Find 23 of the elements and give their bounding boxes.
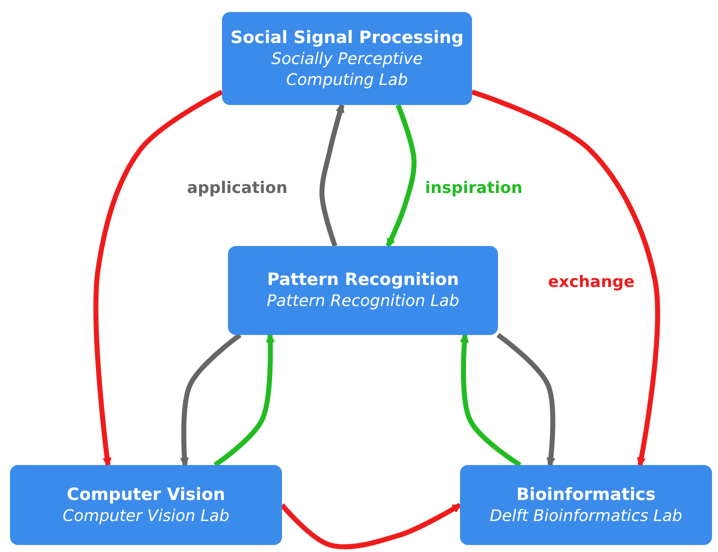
curved-arrow <box>280 502 462 550</box>
box-subtitle: Delft Bioinformatics Lab <box>490 506 682 526</box>
curved-arrow <box>496 332 556 466</box>
box-title: Computer Vision <box>66 484 226 506</box>
process-box <box>460 465 712 545</box>
curved-arrow <box>214 334 275 468</box>
curved-arrow <box>319 104 344 247</box>
curved-arrow <box>460 334 522 468</box>
box-title: Pattern Recognition <box>267 269 459 292</box>
edge-label: exchange <box>546 272 637 291</box>
curved-arrow <box>93 90 224 466</box>
edge-label: application <box>185 178 290 197</box>
curved-arrow <box>386 104 417 248</box>
process-box <box>228 246 498 335</box>
box-subtitle: Socially Perceptive Computing Lab <box>270 48 424 90</box>
box-title: Bioinformatics <box>516 484 656 506</box>
box-subtitle: Pattern Recognition Lab <box>266 291 460 312</box>
process-box <box>222 12 472 105</box>
box-subtitle: Computer Vision Lab <box>62 506 230 526</box>
curved-arrow <box>180 332 242 466</box>
box-title: Social Signal Processing <box>230 26 464 49</box>
process-box <box>10 465 282 545</box>
curved-arrow <box>471 90 660 466</box>
